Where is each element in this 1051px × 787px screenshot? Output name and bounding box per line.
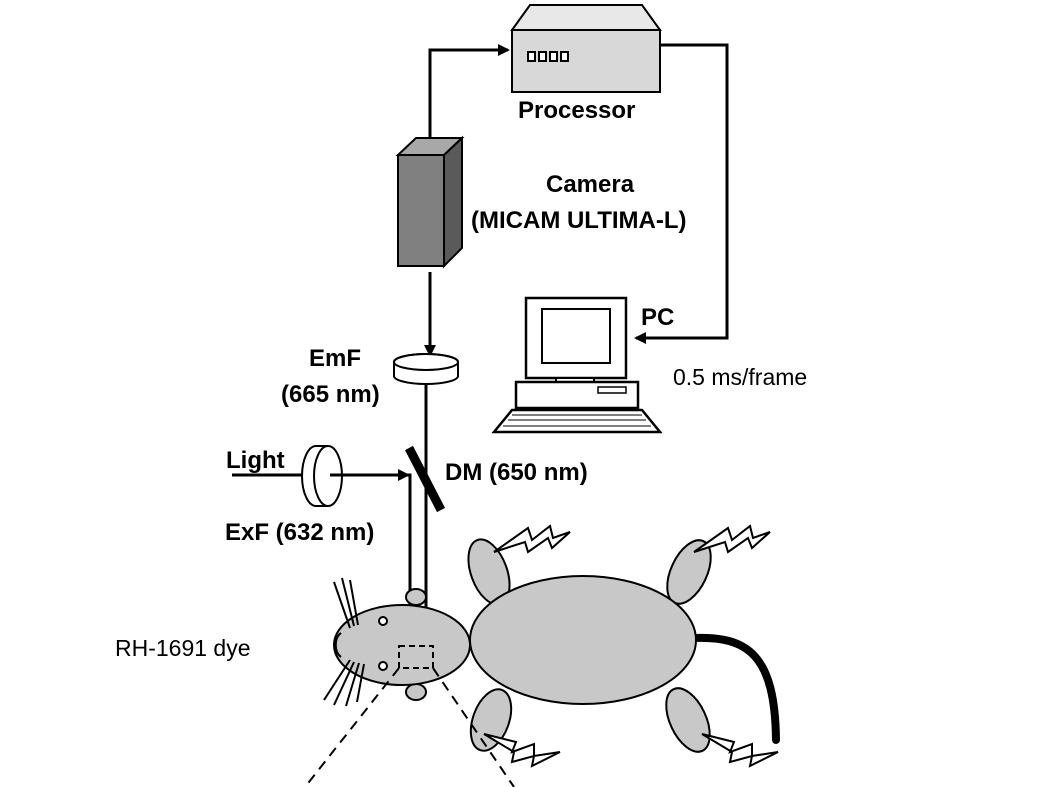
- pc-keyboard: [491, 408, 663, 434]
- processor-front: [511, 29, 661, 93]
- emission-filter: [393, 353, 459, 385]
- processor-to-pc-arrow: [634, 43, 729, 344]
- rat-leg-back-left: [469, 688, 513, 752]
- camera-to-processor-arrow: [428, 44, 510, 138]
- pc-screen: [541, 308, 611, 364]
- exf-label: ExF (632 nm): [225, 519, 374, 546]
- stimulus-bolt-icons: [483, 524, 779, 768]
- rat-eye-bottom: [378, 661, 388, 671]
- dichroic-mirror: [405, 445, 445, 513]
- camera-unit: [395, 135, 465, 269]
- camera-label-model: (MICAM ULTIMA-L): [471, 207, 686, 234]
- pc-keyboard-keys: [503, 414, 651, 427]
- imaging-window: [398, 645, 434, 669]
- dye-label: RH-1691 dye: [115, 635, 251, 661]
- dm-label: DM (650 nm): [445, 459, 588, 486]
- excitation-filter: [301, 445, 343, 507]
- light-label: Light: [226, 447, 285, 474]
- pc-label: PC: [641, 304, 674, 331]
- camera-label-name: Camera: [546, 171, 635, 198]
- emf-label: EmF: [309, 345, 361, 372]
- processor-top: [510, 4, 662, 31]
- stimulus-bolt-icon-back-left: [483, 733, 561, 768]
- stimulus-bolt-icon-front-right: [693, 524, 771, 554]
- rat-ear-bottom: [405, 683, 427, 701]
- rat-tail: [690, 633, 780, 744]
- rat-leg-back-right: [665, 687, 711, 753]
- camera-side: [443, 135, 463, 269]
- field-of-view-left: [304, 667, 400, 787]
- frame-rate-label: 0.5 ms/frame: [673, 364, 807, 390]
- stimulus-bolt-icon-back-right: [701, 733, 779, 768]
- rat: [304, 538, 780, 787]
- emf-wavelength-label: (665 nm): [281, 381, 380, 408]
- rat-whiskers: [323, 577, 365, 707]
- pc-base-unit: [514, 380, 640, 410]
- processor-unit: [510, 4, 662, 93]
- rat-ear-top: [405, 588, 427, 606]
- stimulus-bolt-icon-front-left: [493, 524, 571, 554]
- field-of-view-right: [432, 667, 515, 787]
- processor-indicator-lights: [527, 51, 569, 62]
- rat-eye-top: [378, 616, 388, 626]
- processor-label: Processor: [518, 97, 635, 124]
- pc-drive-slot: [597, 386, 627, 394]
- camera-front: [397, 154, 445, 267]
- pc-computer: [491, 296, 663, 434]
- rat-body: [469, 575, 697, 705]
- rat-nose: [334, 632, 342, 658]
